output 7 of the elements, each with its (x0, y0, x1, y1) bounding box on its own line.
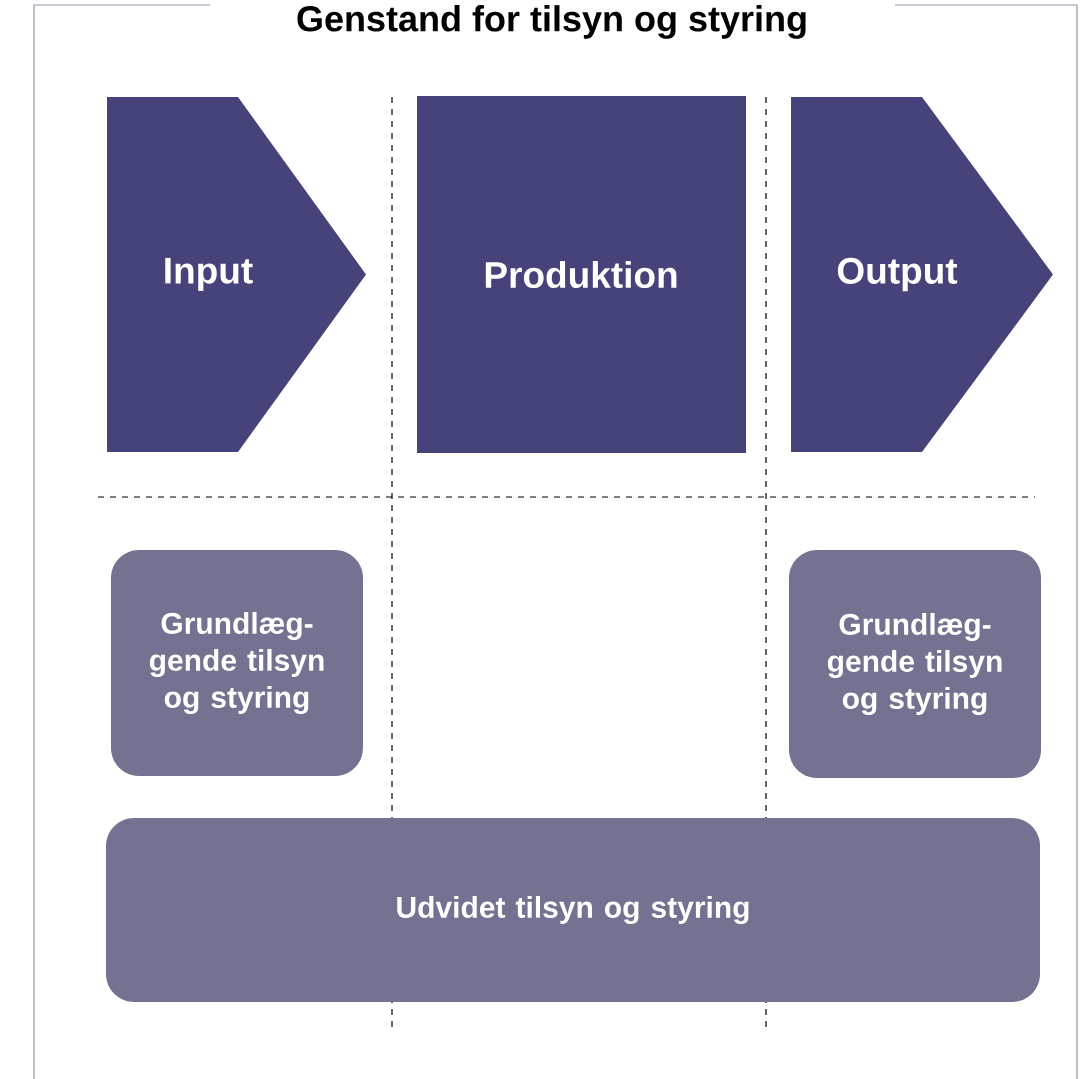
rounded-box: Grundlæg- gende tilsyn og styring (789, 550, 1041, 778)
process-chevron: Input (107, 97, 366, 452)
process-chevron: Output (791, 97, 1053, 452)
title: Genstand for tilsyn og styring (297, 5, 806, 39)
rounded-box: Udvidet tilsyn og styring (106, 818, 1040, 1002)
process-box: Produktion (417, 96, 746, 453)
rounded-box: Grundlæg- gende tilsyn og styring (111, 550, 363, 776)
